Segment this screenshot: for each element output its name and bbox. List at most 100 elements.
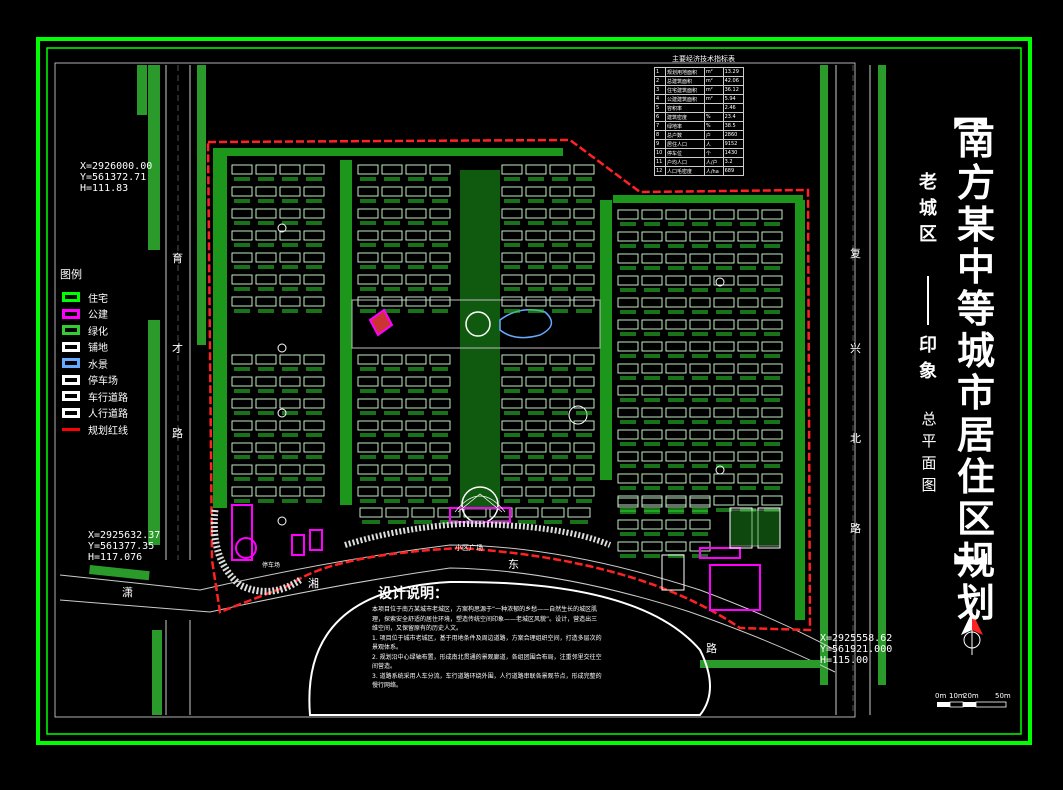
housing-block [541, 507, 565, 518]
legend-item: 停车场 [62, 373, 118, 387]
courtyard-green [282, 455, 298, 459]
tech-table-cell: 人口毛密度 [665, 166, 705, 176]
north-arrow-icon [961, 603, 983, 655]
housing-block [279, 296, 301, 307]
legend-item: 规划红线 [62, 422, 128, 437]
courtyard-green [716, 332, 732, 336]
housing-block [641, 231, 663, 242]
tech-table-cell: 10 [653, 148, 667, 158]
courtyard-green [528, 367, 544, 371]
housing-block [381, 230, 403, 241]
courtyard-green [306, 309, 322, 313]
housing-block [381, 186, 403, 197]
courtyard-green [432, 433, 448, 437]
housing-block [689, 319, 711, 330]
courtyard-green [668, 464, 684, 468]
legend-item: 车行道路 [62, 389, 128, 404]
road-label-east-1: 复 [850, 247, 861, 260]
south-road [59, 544, 836, 673]
courtyard-green [408, 389, 424, 393]
legend-item: 住宅 [62, 290, 108, 305]
courtyard-green [644, 532, 660, 536]
housing-block [501, 486, 523, 497]
tech-table-cell: 5 [653, 103, 667, 113]
housing-block [713, 341, 735, 352]
courtyard-green [408, 287, 424, 291]
plaza-label: 小区广场 [455, 544, 483, 552]
housing-block [381, 208, 403, 219]
courtyard-green [620, 420, 636, 424]
housing-block [689, 341, 711, 352]
courtyard-green [384, 499, 400, 503]
housing-block [525, 252, 547, 263]
housing-block [255, 274, 277, 285]
housing-block [617, 275, 639, 286]
housing-blocks-west [231, 164, 325, 503]
west-road [137, 65, 206, 715]
courtyard-green [234, 433, 250, 437]
housing-block [617, 497, 639, 508]
courtyard-green [644, 354, 660, 358]
housing-block [689, 429, 711, 440]
tech-table-cell: 42.06 [722, 76, 745, 86]
courtyard-green [282, 367, 298, 371]
legend-item: 人行道路 [62, 406, 128, 420]
housing-block [357, 442, 379, 453]
housing-block [617, 341, 639, 352]
courtyard-green [234, 477, 250, 481]
courtyard-green [620, 332, 636, 336]
water-feature [499, 309, 553, 339]
housing-block [689, 451, 711, 462]
housing-block [303, 208, 325, 219]
courtyard-green [504, 477, 520, 481]
housing-block [737, 253, 759, 264]
courtyard-green [644, 554, 660, 558]
housing-block [689, 519, 711, 530]
housing-block [255, 230, 277, 241]
courtyard-green [764, 222, 780, 226]
housing-block [429, 442, 451, 453]
tech-table-cell: 总户数 [665, 130, 705, 140]
housing-block [279, 252, 301, 263]
courtyard-green [692, 510, 708, 514]
housing-block [279, 164, 301, 175]
courtyard-green [362, 520, 380, 524]
housing-block [665, 495, 687, 506]
tech-table-cell: 2 [653, 76, 667, 86]
courtyard-green [504, 243, 520, 247]
courtyard-green [576, 243, 592, 247]
road-label-east-4: 路 [850, 522, 861, 535]
housing-block [405, 164, 427, 175]
courtyard-green [408, 411, 424, 415]
courtyard-green [764, 420, 780, 424]
courtyard-green [504, 367, 520, 371]
housing-block [279, 186, 301, 197]
housing-block [761, 407, 783, 418]
courtyard-green [552, 199, 568, 203]
courtyard-green [644, 244, 660, 248]
tech-table-cell: 建筑密度 [665, 112, 705, 122]
design-notes-title: 设计说明： [378, 586, 448, 602]
courtyard-green [552, 433, 568, 437]
tech-table-cell: 公建建筑面积 [665, 94, 705, 104]
legend-item: 公建 [62, 307, 108, 321]
courtyard-green [576, 199, 592, 203]
housing-block [665, 231, 687, 242]
courtyard-green [384, 389, 400, 393]
courtyard-green [576, 499, 592, 503]
legend-swatch [62, 341, 80, 352]
public-buildings [231, 308, 761, 611]
courtyard-green [552, 287, 568, 291]
courtyard-green [692, 532, 708, 536]
courtyard-green [692, 442, 708, 446]
courtyard-green [408, 477, 424, 481]
housing-block [573, 164, 595, 175]
housing-block [525, 354, 547, 365]
courtyard-green [552, 477, 568, 481]
courtyard-green [384, 221, 400, 225]
housing-block [573, 296, 595, 307]
courtyard-green [644, 420, 660, 424]
housing-block [303, 230, 325, 241]
